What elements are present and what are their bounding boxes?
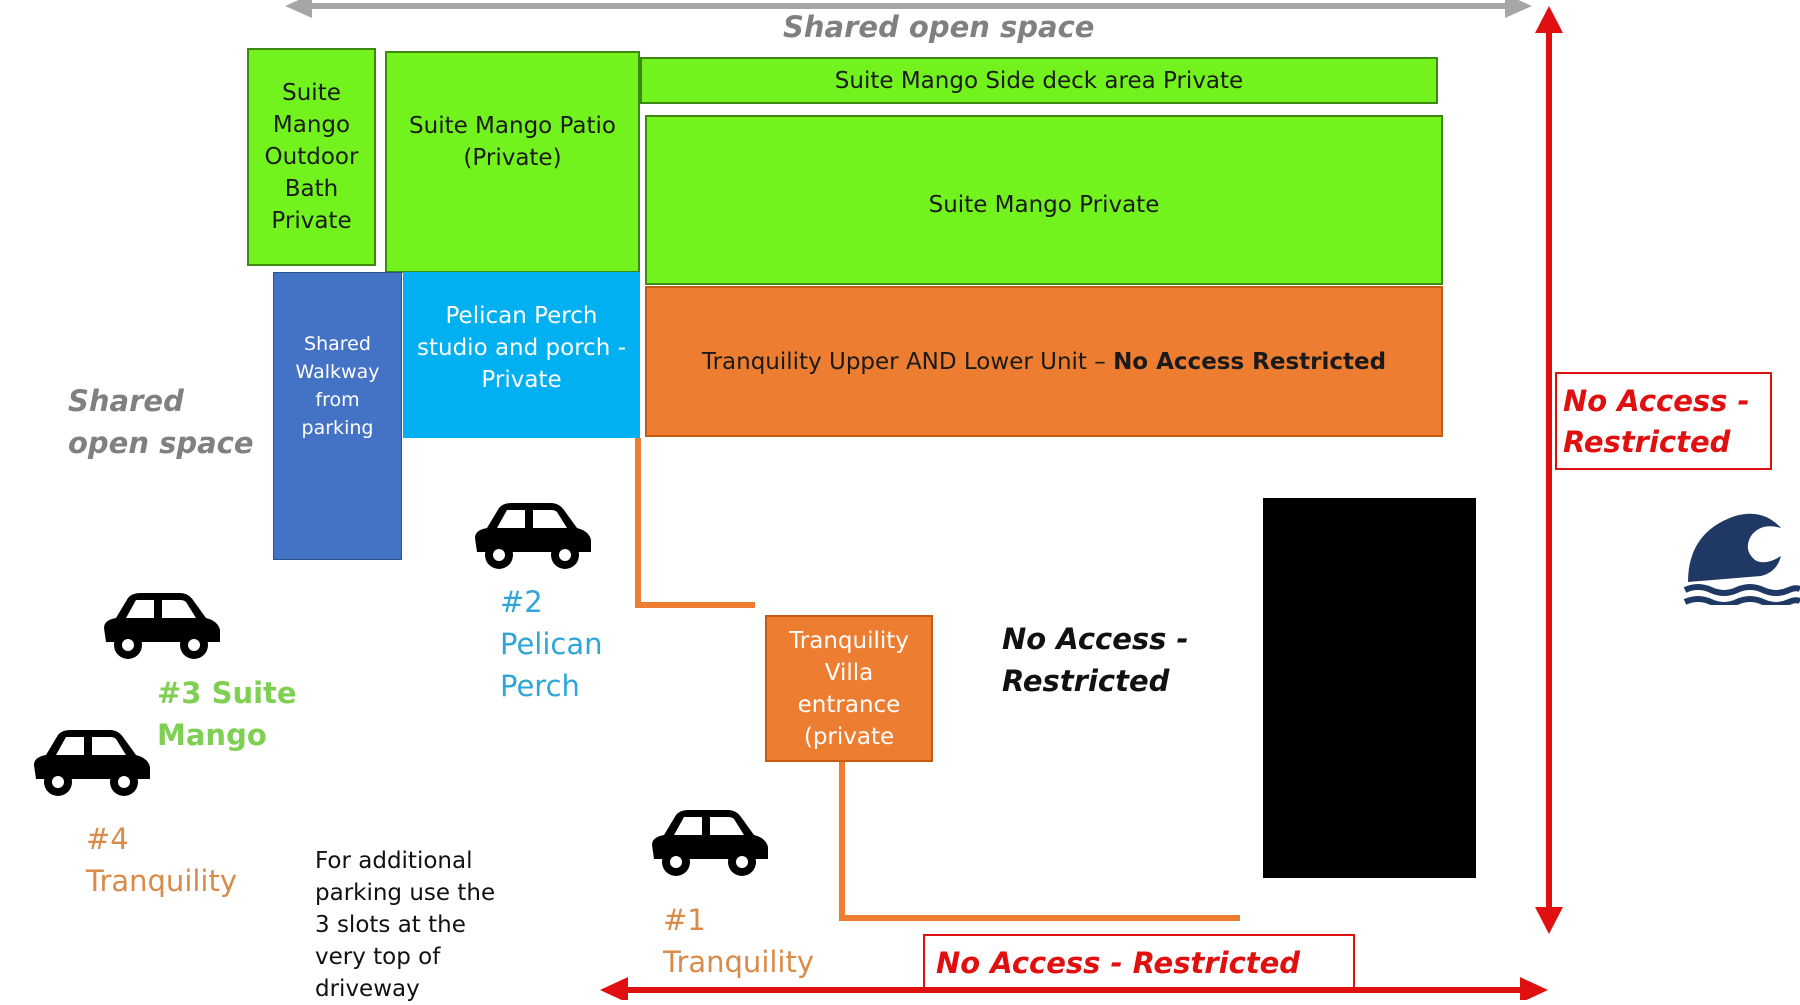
suite-mango-outdoor-bath: Suite Mango Outdoor Bath Private bbox=[247, 48, 376, 266]
parking-4-label: #4 Tranquility bbox=[86, 822, 238, 898]
suite-mango-patio: Suite Mango Patio (Private) bbox=[385, 51, 640, 273]
no-access-bottom-box bbox=[923, 934, 1355, 991]
restricted-black-block bbox=[1263, 498, 1476, 878]
tranquility-unit: Tranquility Upper AND Lower Unit – No Ac… bbox=[645, 286, 1443, 437]
car-icon bbox=[104, 593, 220, 659]
tranquility-villa-entrance: Tranquility Villa entrance (private bbox=[765, 615, 933, 762]
parking-1-label: #1 Tranquility bbox=[663, 903, 815, 979]
tranquility-unit-label: Tranquility Upper AND Lower Unit – bbox=[701, 348, 1114, 375]
tranquility-unit-restricted: No Access Restricted bbox=[1113, 348, 1387, 375]
restricted-arrowhead-right bbox=[1520, 977, 1548, 1000]
parking-2-label: #2 Pelican Perch bbox=[500, 585, 603, 703]
no-access-middle-label: No Access - Restricted bbox=[1002, 622, 1189, 698]
villa-path-line bbox=[839, 760, 1240, 921]
car-icon bbox=[475, 503, 591, 569]
no-access-bottom-label: No Access - Restricted bbox=[936, 946, 1301, 980]
restricted-arrowhead-bottom bbox=[1535, 907, 1563, 934]
suite-mango-private: Suite Mango Private bbox=[645, 115, 1443, 285]
shared-space-arrowhead-right bbox=[1505, 0, 1532, 18]
shared-open-space-left-label: Shared open space bbox=[68, 384, 254, 460]
restricted-arrowhead-top bbox=[1535, 6, 1563, 33]
car-icon bbox=[652, 810, 768, 876]
no-access-right-label: No Access - Restricted bbox=[1563, 384, 1750, 459]
no-access-right-box bbox=[1555, 372, 1772, 470]
restricted-arrowhead-left bbox=[600, 977, 628, 1000]
parking-3-label: #3 Suite Mango bbox=[157, 676, 297, 752]
pelican-perch-studio: Pelican Perch studio and porch - Private bbox=[403, 272, 640, 438]
suite-mango-side-deck: Suite Mango Side deck area Private bbox=[640, 57, 1438, 104]
pelican-path-line bbox=[635, 438, 755, 608]
shared-space-arrowhead-left bbox=[285, 0, 312, 18]
shared-walkway: Shared Walkway from parking bbox=[273, 272, 402, 560]
additional-parking-note: For additional parking use the 3 slots a… bbox=[315, 848, 496, 1002]
shared-open-space-top-label: Shared open space bbox=[783, 10, 1095, 44]
wave-icon bbox=[1683, 513, 1800, 605]
car-icon bbox=[34, 730, 150, 796]
